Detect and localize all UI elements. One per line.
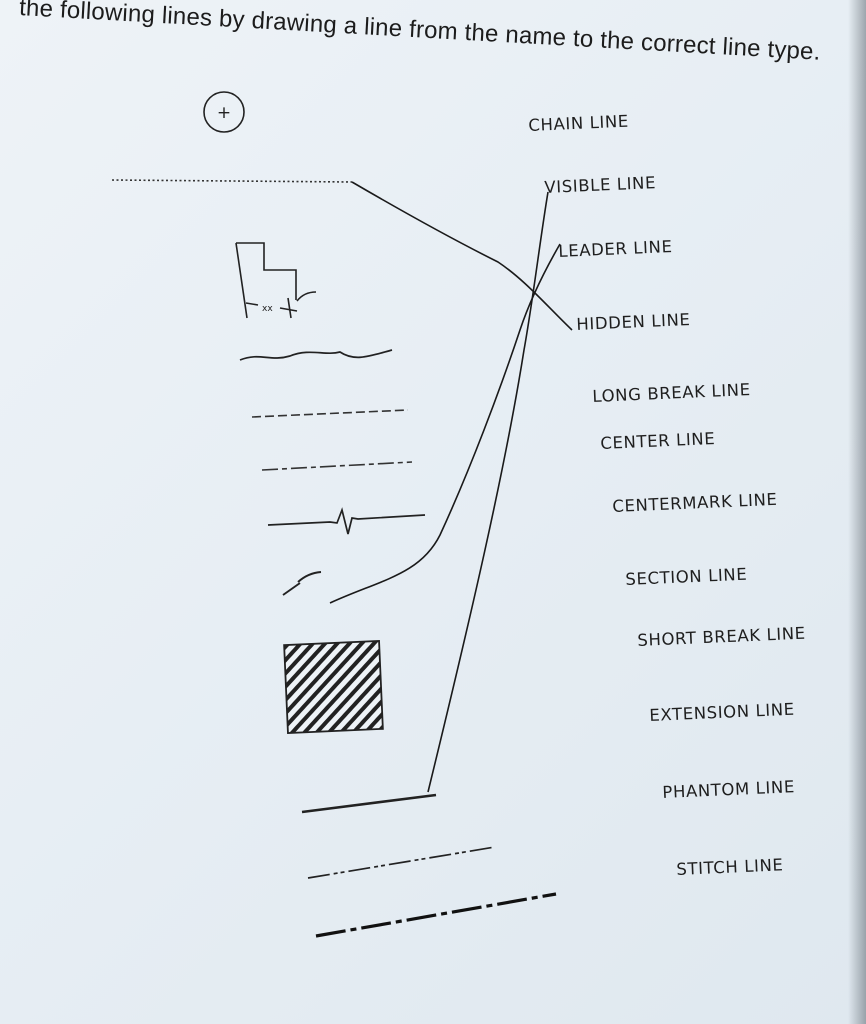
phantom-line-sample [307,846,496,879]
visible-line-sample [301,793,437,814]
section-hatch-sample [283,640,384,734]
plus-symbol: + [217,103,231,123]
dimension-text: xx [262,304,273,314]
match-visible-to-thick [427,191,549,793]
dotted-line-sample [111,179,353,183]
short-break-sample [282,571,322,596]
extension-line-sample: xx [235,242,317,319]
page-edge-shadow [848,0,866,1024]
chain-line-sample [315,892,557,938]
long-break-sample [239,349,393,361]
break-line-sample [267,507,426,535]
handwritten-match-lines [329,181,573,793]
match-leader-to-short-break [329,243,561,604]
match-hidden-to-dotted [351,181,573,331]
hidden-line-sample [251,409,409,418]
centermark-sample: + [203,91,245,133]
center-line-sample [261,461,413,471]
